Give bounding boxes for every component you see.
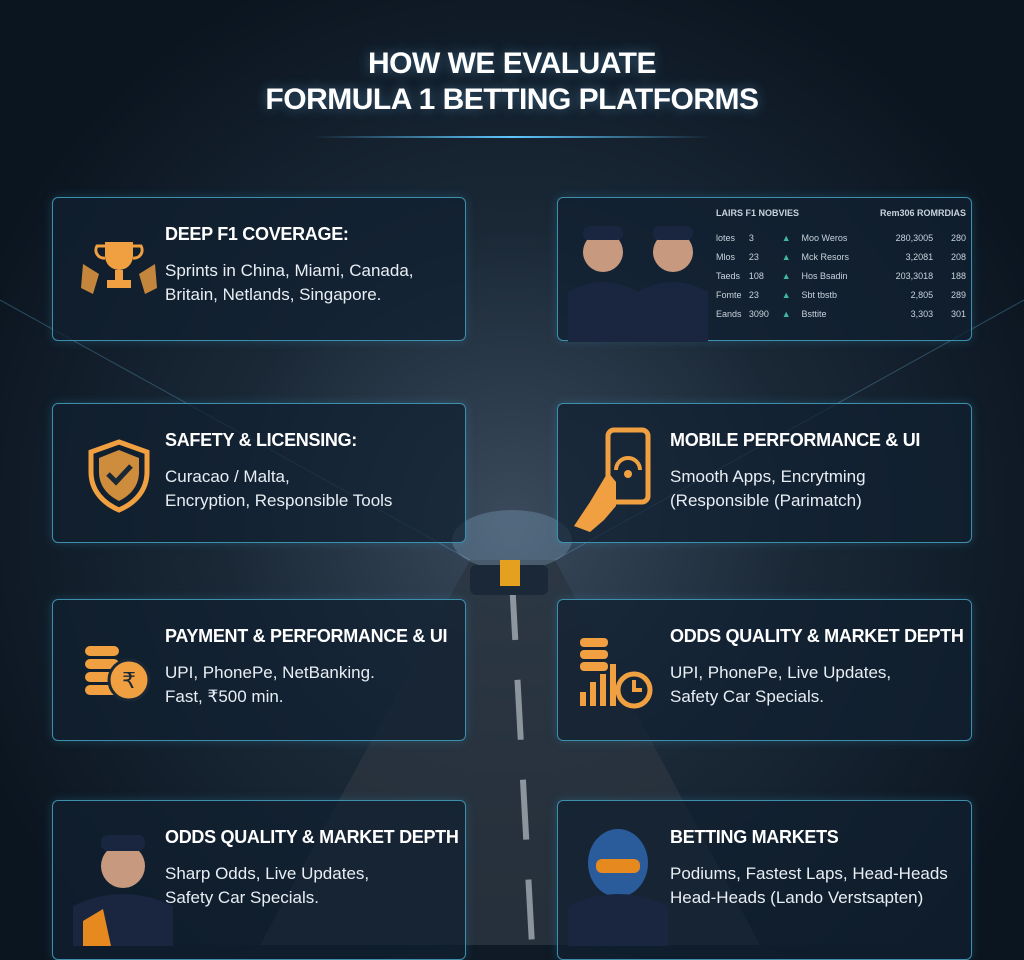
card-payment: ₹ PAYMENT & PERFORMANCE & UI UPI, PhoneP…: [52, 599, 466, 741]
table-cell: 3,2081: [905, 251, 934, 262]
table-row: Mlos 23 ▲ Mck Resors 3,2081 208: [716, 247, 966, 266]
table-cell: 289: [950, 289, 966, 300]
card-line: Encryption, Responsible Tools: [165, 491, 393, 510]
table-cell: 3: [748, 232, 754, 243]
title-line-2: FORMULA 1 BETTING PLATFORMS: [265, 83, 759, 116]
card-line: Curacao / Malta,: [165, 467, 290, 486]
driver-portrait: [73, 835, 173, 946]
card-heading: ODDS QUALITY & MARKET DEPTH: [165, 827, 459, 847]
card-heading: BETTING MARKETS: [670, 827, 839, 847]
table-cell: 108: [748, 270, 764, 281]
table-cell: 23: [748, 251, 759, 262]
trophy-checkered-flag-icon: [81, 242, 157, 294]
card-line: UPI, PhonePe, NetBanking.: [165, 663, 375, 682]
card-heading: MOBILE PERFORMANCE & UI: [670, 430, 921, 450]
table-cell: 208: [950, 251, 966, 262]
trend-icon: ▲: [781, 270, 791, 281]
table-cell: 301: [950, 308, 966, 319]
table-cell: Hos Bsadin: [801, 270, 848, 281]
card-heading: PAYMENT & PERFORMANCE & UI: [165, 626, 448, 646]
table-cell: Bsttite: [801, 308, 827, 319]
title-line-1: HOW WE EVALUATE: [367, 47, 657, 80]
table-cell: lotes: [716, 232, 736, 243]
table-cell: 280: [950, 232, 966, 243]
table-row: Fomte 23 ▲ Sbt tbstb 2,805 289: [716, 285, 966, 304]
card-betting-markets: BETTING MARKETS Podiums, Fastest Laps, H…: [557, 800, 972, 960]
page-title: HOW WE EVALUATE FORMULA 1 BETTING PLATFO…: [0, 46, 1024, 118]
trend-icon: ▲: [781, 289, 791, 300]
card-line: Head-Heads (Lando Verstsapten): [670, 888, 924, 907]
card-line: (Responsible (Parimatch): [670, 491, 862, 510]
table-row: lotes 3 ▲ Moo Weros 280,3005 280: [716, 228, 966, 247]
table-title: LAIRS F1 NOBVIES: [716, 208, 800, 218]
phone-hand-icon: [574, 427, 651, 532]
table-cell: 3,303: [910, 308, 934, 319]
table-cell: Taeds: [716, 270, 741, 281]
trend-icon: ▲: [781, 251, 791, 262]
table-cell: Eands: [716, 308, 742, 319]
card-line: Sharp Odds, Live Updates,: [165, 864, 370, 883]
table-cell: Mlos: [716, 251, 736, 262]
driver-portrait: [638, 226, 708, 342]
card-line: Safety Car Specials.: [165, 888, 320, 907]
table-cell: 280,3005: [895, 232, 934, 243]
card-line: Safety Car Specials.: [670, 687, 825, 706]
table-cell: 3090: [748, 308, 769, 319]
card-heading: DEEP F1 COVERAGE:: [165, 224, 349, 244]
helmet-driver-portrait: [568, 829, 668, 946]
rupee-coins-icon: ₹: [85, 646, 151, 702]
driver-portrait: [568, 226, 638, 342]
table-header: Rem306 ROMRDIAS: [879, 208, 966, 218]
card-odds-quality: ODDS QUALITY & MARKET DEPTH Sharp Odds, …: [52, 800, 466, 960]
table-cell: 2,805: [910, 289, 934, 300]
table-row: Taeds 108 ▲ Hos Bsadin 203,3018 188: [716, 266, 966, 285]
table-cell: 203,3018: [895, 270, 934, 281]
card-line: Podiums, Fastest Laps, Head-Heads: [670, 864, 948, 883]
card-mobile: MOBILE PERFORMANCE & UI Smooth Apps, Enc…: [557, 403, 972, 543]
table-cell: Sbt tbstb: [801, 289, 838, 300]
table-cell: Fomte: [716, 289, 742, 300]
table-row: Eands 3090 ▲ Bsttite 3,303 301: [716, 304, 966, 323]
coins-chart-clock-icon: [580, 638, 653, 709]
trend-icon: ▲: [781, 308, 791, 319]
card-line: UPI, PhonePe, Live Updates,: [670, 663, 892, 682]
card-odds-depth: ODDS QUALITY & MARKET DEPTH UPI, PhonePe…: [557, 599, 972, 741]
card-line: Smooth Apps, Encrytming: [670, 467, 866, 486]
table-cell: Moo Weros: [801, 232, 848, 243]
table-cell: 188: [950, 270, 966, 281]
card-heading: SAFETY & LICENSING:: [165, 430, 357, 450]
table-cell: 23: [748, 289, 759, 300]
shield-check-icon: [88, 439, 150, 513]
card-line: Fast, ₹500 min.: [165, 687, 284, 706]
title-divider: [312, 136, 712, 138]
f1-car-image: [470, 560, 548, 595]
card-line: Britain, Netlands, Singapore.: [165, 285, 382, 304]
trend-icon: ▲: [781, 232, 791, 243]
svg-text:₹: ₹: [122, 669, 136, 694]
card-line: Sprints in China, Miami, Canada,: [165, 261, 414, 280]
table-cell: Mck Resors: [801, 251, 850, 262]
card-safety: SAFETY & LICENSING: Curacao / Malta, Enc…: [52, 403, 466, 543]
card-coverage: DEEP F1 COVERAGE: Sprints in China, Miam…: [52, 197, 466, 341]
card-heading: ODDS QUALITY & MARKET DEPTH: [670, 626, 964, 646]
